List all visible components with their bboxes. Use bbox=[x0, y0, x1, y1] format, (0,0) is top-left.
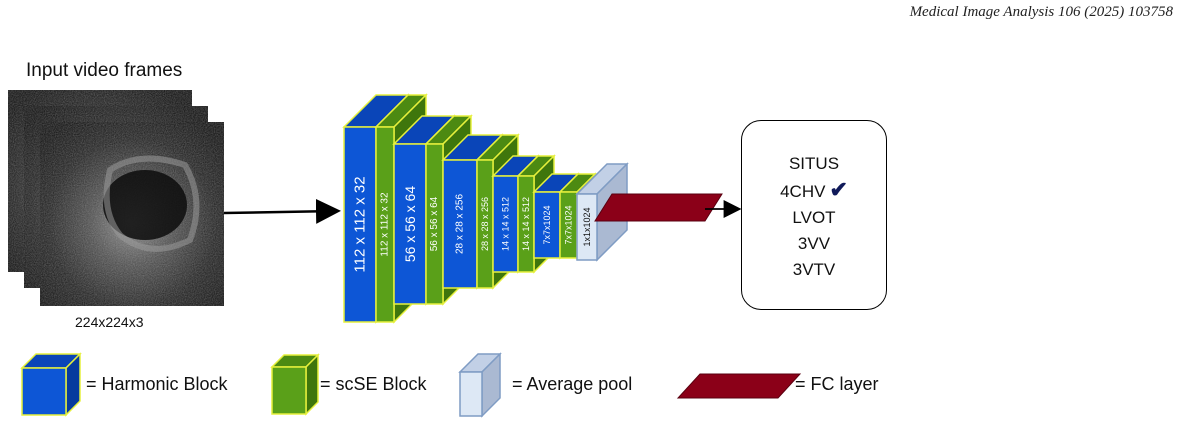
input-frames-title: Input video frames bbox=[26, 60, 183, 81]
block-9-label: 7x7x1024 bbox=[542, 205, 552, 244]
legend-harmonic-icon bbox=[20, 352, 82, 417]
legend-harmonic-label: = Harmonic Block bbox=[86, 374, 228, 394]
legend-fc-icon bbox=[676, 373, 802, 399]
block-4-label: 56 x 56 x 64 bbox=[429, 196, 440, 251]
input-frame-front bbox=[40, 122, 224, 306]
legend-scse-label: = scSE Block bbox=[320, 374, 427, 394]
block-7-label: 14 x 14 x 512 bbox=[501, 197, 511, 251]
input-frame-stack bbox=[8, 90, 224, 306]
legend-scse-icon bbox=[270, 353, 320, 416]
checkmark-icon: ✔ bbox=[829, 177, 848, 202]
class-item-4chv: 4CHV✔ bbox=[780, 177, 848, 202]
fc-layer bbox=[594, 193, 723, 222]
network-blocks: 112 x 112 x 32 112 x 112 x 32 56 x 56 x 64… bbox=[342, 93, 629, 324]
block-3-label: 56 x 56 x 64 bbox=[402, 186, 418, 262]
legend-pool-icon bbox=[458, 352, 502, 418]
input-arrow bbox=[223, 198, 341, 224]
block-6-label: 28 x 28 x 256 bbox=[480, 197, 490, 251]
class-item-lvot: LVOT bbox=[792, 208, 836, 227]
output-classes-box: SITUS 4CHV✔ LVOT 3VV 3VTV bbox=[741, 120, 887, 310]
legend-fc-label: = FC layer bbox=[795, 374, 879, 394]
block-8-label: 14 x 14 x 512 bbox=[521, 197, 531, 251]
legend-pool-label: = Average pool bbox=[512, 374, 633, 394]
legend bbox=[20, 352, 802, 418]
block-10-label: 7x7x1024 bbox=[564, 205, 574, 244]
class-item-3vv: 3VV bbox=[797, 234, 831, 253]
block-5-label: 28 x 28 x 256 bbox=[455, 194, 466, 254]
journal-header: Medical Image Analysis 106 (2025) 103758 bbox=[909, 4, 1173, 20]
class-item-3vtv: 3VTV bbox=[792, 260, 836, 279]
class-list: SITUS 4CHV✔ LVOT 3VV 3VTV bbox=[742, 151, 886, 283]
block-11-label: 1x1x1024 bbox=[582, 207, 592, 246]
class-item-situs: SITUS bbox=[788, 154, 840, 173]
block-1-label: 112 x 112 x 32 bbox=[352, 176, 369, 272]
input-dims-label: 224x224x3 bbox=[75, 314, 144, 330]
block-2-label: 112 x 112 x 32 bbox=[380, 192, 391, 257]
